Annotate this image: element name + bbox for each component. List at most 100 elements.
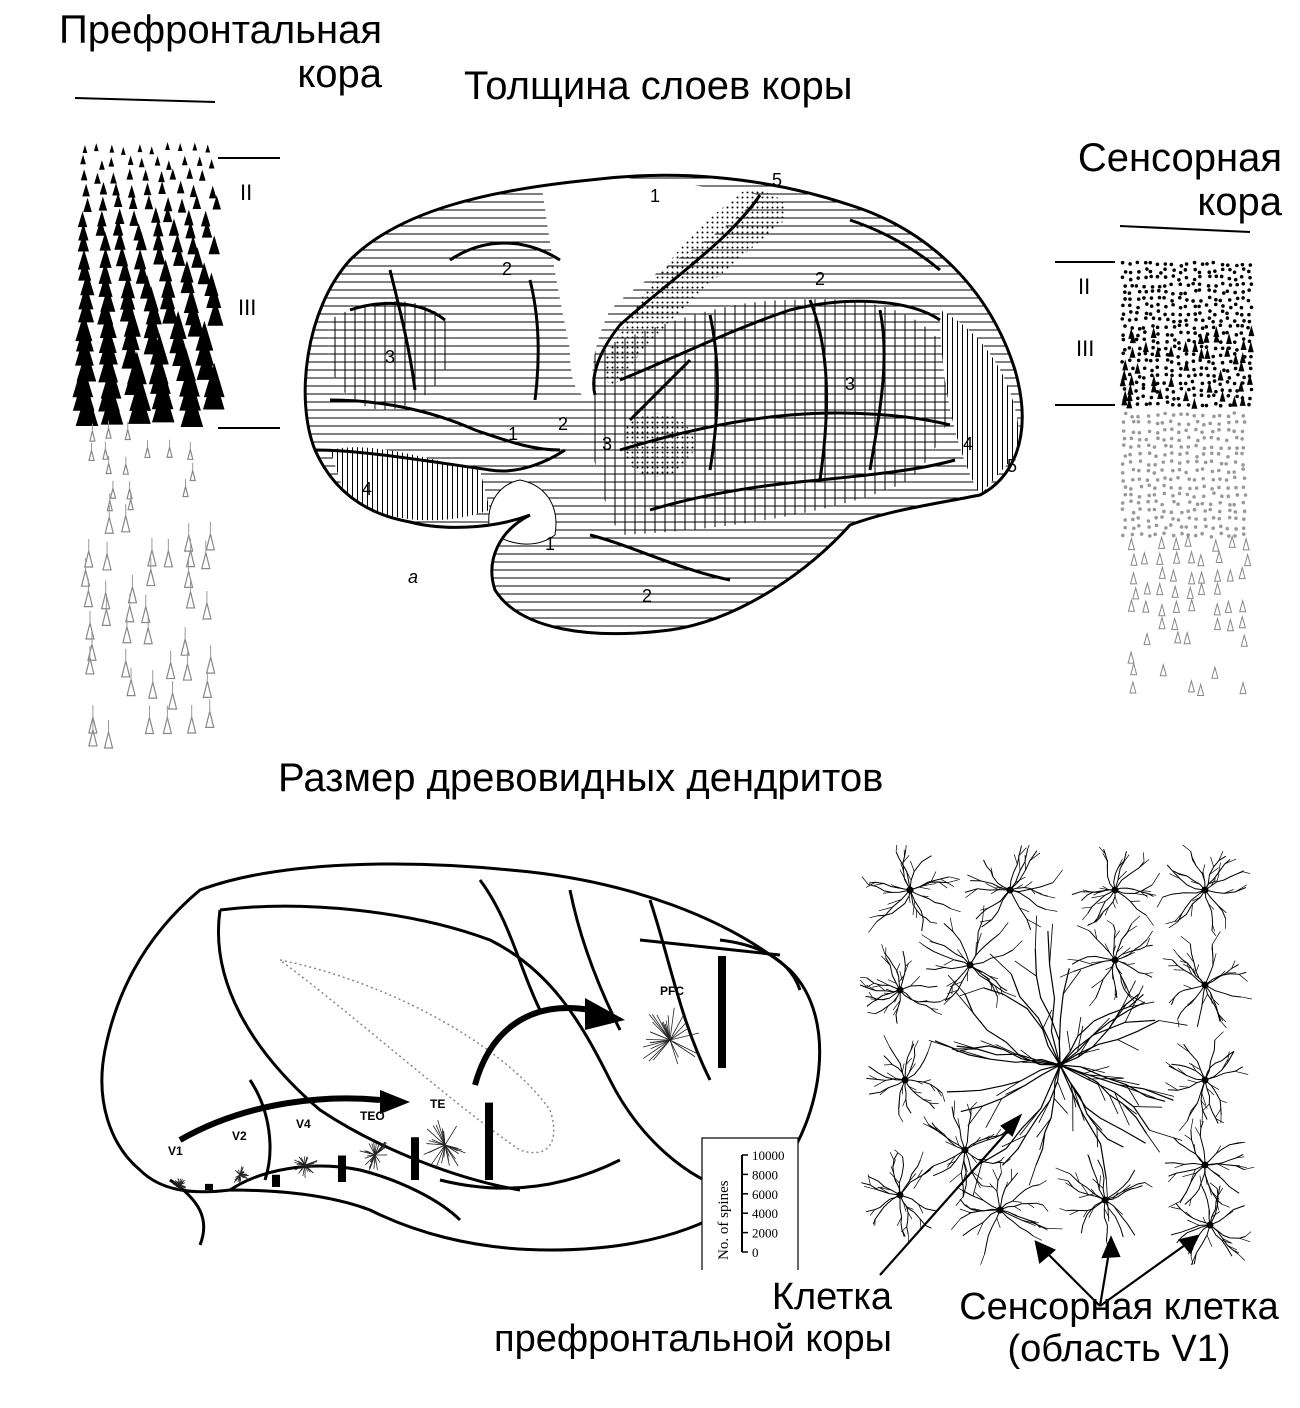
layer-iv-cell (1208, 502, 1213, 507)
granule-cell (1184, 262, 1189, 266)
granule-cell (1149, 296, 1154, 300)
pyramidal-cell (158, 181, 166, 194)
deep-cell (120, 660, 131, 678)
deep-sensory-cell (1213, 616, 1222, 631)
granule-cell (1136, 276, 1141, 280)
layer-iv-cell (1137, 477, 1142, 481)
layer-iv-cell (1241, 446, 1246, 450)
pfc-cell-arrow (879, 1121, 1017, 1276)
layer-iv-cell (1224, 478, 1229, 482)
granule-pyramid (1134, 362, 1141, 374)
pyramidal-cell (129, 210, 139, 226)
thickness-title: Толщина слоев коры (464, 64, 853, 108)
granule-cell (1183, 291, 1187, 296)
granule-cell (1121, 351, 1126, 356)
granule-cell (1144, 311, 1149, 316)
granule-pyramid (1182, 390, 1189, 402)
deep-cell (106, 500, 114, 512)
layer-iv-cell (1147, 443, 1151, 448)
granule-cell (1193, 373, 1197, 378)
granule-cell (1141, 382, 1146, 387)
deep-sensory-cell (1127, 536, 1136, 551)
deep-cell (165, 662, 176, 680)
pyramidal-cell (121, 320, 140, 351)
layer-iv-cell (1210, 469, 1215, 474)
sensory-neuron (1156, 845, 1251, 937)
layer-iv-cell (1160, 468, 1164, 472)
layer-iv-cell (1123, 411, 1128, 416)
deep-cell (180, 639, 190, 656)
pyramidal-cell (128, 194, 138, 209)
pyramidal-cell (187, 308, 205, 337)
granule-cell (1213, 312, 1217, 317)
granule-cell (1150, 368, 1154, 373)
pyramidal-cell (185, 221, 196, 239)
granule-cell (1178, 319, 1182, 324)
layer-iv-cell (1193, 533, 1198, 538)
region-3-parietal: 3 (845, 374, 855, 394)
granule-cell (1130, 283, 1134, 288)
granule-cell (1176, 355, 1180, 359)
pyramidal-cell (108, 157, 115, 167)
granule-cell (1135, 402, 1140, 406)
granule-cell (1141, 326, 1146, 330)
layer-iv-cell (1226, 414, 1231, 419)
granule-cell (1249, 387, 1254, 392)
granule-pyramid (1238, 360, 1245, 372)
granule-cell (1137, 375, 1142, 379)
granule-cell (1200, 403, 1205, 408)
granule-cell (1162, 284, 1167, 288)
granule-cell (1170, 299, 1174, 303)
granule-cell (1162, 296, 1166, 300)
pyramidal-cell (135, 261, 150, 284)
granule-cell (1235, 263, 1239, 268)
granule-cell (1214, 284, 1218, 288)
granule-cell (1236, 372, 1240, 377)
deep-sensory-cell (1240, 633, 1248, 647)
deep-cell (109, 488, 117, 499)
layer-iv-cell (1171, 413, 1176, 417)
deep-sensory-cell (1156, 551, 1164, 565)
pyramidal-cell (113, 192, 123, 207)
deep-cell (147, 682, 158, 699)
granule-cell (1227, 276, 1232, 281)
pyramidal-cell (177, 143, 183, 152)
granule-pyramid (1154, 346, 1161, 358)
granule-cell (1150, 373, 1154, 378)
deep-sensory-cell (1129, 680, 1137, 694)
deep-sensory-cell (1186, 585, 1194, 599)
layer-iv-cell (1241, 517, 1246, 521)
granule-cell (1121, 312, 1126, 316)
granule-cell (1192, 326, 1197, 331)
granule-cell (1128, 297, 1132, 301)
granule-cell (1176, 361, 1181, 366)
pfc-cell-label: Клетка префронтальной коры (440, 1276, 892, 1360)
granule-cell (1194, 288, 1198, 293)
granule-pyramid (1183, 359, 1190, 371)
prefrontal-cortex-label: Префронтальная кора (0, 8, 382, 96)
layer-iv-cell (1192, 478, 1197, 482)
granule-cell (1134, 317, 1138, 322)
spine-bar-teo (411, 1137, 419, 1180)
granule-cell (1177, 403, 1182, 407)
layer-iv-cell (1146, 414, 1151, 418)
layer-iv-cell (1162, 531, 1166, 536)
granule-cell (1184, 352, 1189, 356)
deep-cell (201, 552, 211, 570)
deep-sensory-cell (1172, 536, 1180, 550)
layer-iv-cell (1147, 420, 1151, 424)
pyramidal-cell (180, 269, 195, 294)
granule-cell (1225, 289, 1230, 294)
granule-cell (1207, 295, 1212, 300)
layer-iv-cell (1187, 477, 1191, 481)
region-2-frontal: 2 (502, 259, 512, 279)
layer-iv-cell (1226, 454, 1230, 459)
layer-iv-cell (1139, 484, 1144, 489)
granule-cell (1193, 267, 1197, 272)
layer-iv-cell (1192, 413, 1197, 418)
granule-cell (1135, 260, 1140, 265)
granule-cell (1177, 277, 1181, 282)
granule-cell (1235, 394, 1239, 399)
granule-cell (1241, 281, 1246, 286)
